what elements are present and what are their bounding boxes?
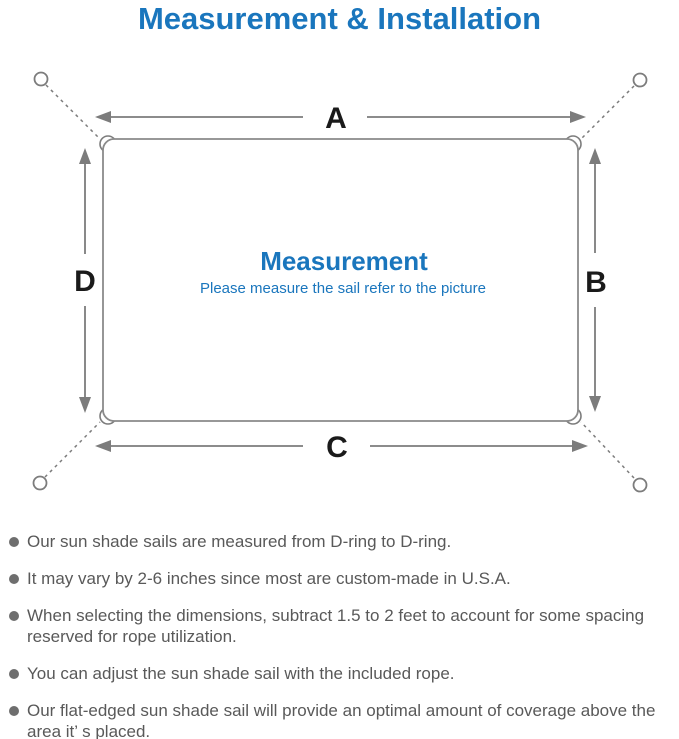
list-item: Our flat-edged sun shade sail will provi… [9,700,677,739]
rope-dashed-line-top-left [45,84,101,140]
center-heading: Measurement [260,246,428,276]
arrow-a-right-head [570,111,586,123]
measurement-diagram: A C D B Measurement Please measure the s… [32,71,648,493]
list-item: Our sun shade sails are measured from D-… [9,531,677,552]
dimension-label-a: A [325,102,347,135]
list-item: You can adjust the sun shade sail with t… [9,663,677,684]
list-item: It may vary by 2-6 inches since most are… [9,568,677,589]
bullet-icon [9,669,19,679]
list-item-text: When selecting the dimensions, subtract … [27,606,645,646]
center-subtitle: Please measure the sail refer to the pic… [200,280,486,297]
arrow-b-top-head [589,148,601,164]
dimension-label-b: B [585,266,607,299]
dimension-label-d: D [74,265,96,298]
arrow-a-left-head [95,111,111,123]
rope-dashed-line-bottom-left [44,421,101,478]
dimension-label-c: C [326,431,348,464]
arrow-c-left-head [95,440,111,452]
rope-dashed-line-top-right [580,85,635,140]
arrow-b-bottom-head [589,396,601,412]
list-item-text: You can adjust the sun shade sail with t… [27,664,455,683]
page-title: Measurement & Installation [137,1,542,36]
arrow-d-top-head [79,148,91,164]
arrow-d-bottom-head [79,397,91,413]
anchor-point-top-left [33,71,49,87]
bullet-icon [9,706,19,716]
instruction-list: Our sun shade sails are measured from D-… [9,531,677,739]
list-item: When selecting the dimensions, subtract … [9,605,677,647]
rope-dashed-line-bottom-right [580,421,635,479]
bullet-icon [9,574,19,584]
anchor-point-bottom-right [632,477,648,493]
arrow-c-right-head [572,440,588,452]
list-item-text: It may vary by 2-6 inches since most are… [27,569,511,588]
anchor-point-bottom-left [32,475,48,491]
bullet-icon [9,537,19,547]
bullet-icon [9,611,19,621]
sail-outline [102,138,579,422]
anchor-point-top-right [632,72,648,88]
list-item-text: Our flat-edged sun shade sail will provi… [27,701,656,739]
list-item-text: Our sun shade sails are measured from D-… [27,532,452,551]
